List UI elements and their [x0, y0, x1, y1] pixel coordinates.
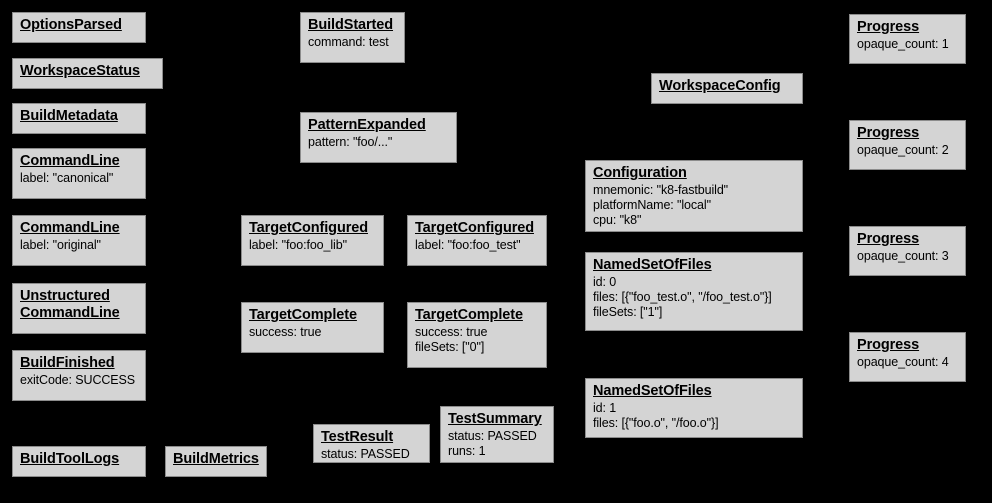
node-field: pattern: "foo/..." [308, 135, 393, 149]
node-fields: label: "foo:foo_test" [415, 238, 539, 253]
node-title: BuildFinished [20, 355, 115, 371]
node-fields: command: test [308, 35, 397, 50]
node-fields: label: "original" [20, 238, 138, 253]
graph-node-target-complete-foo-lib[interactable]: TargetComplete success: true [241, 302, 384, 353]
node-title: TestResult [321, 429, 394, 445]
graph-node-progress-1[interactable]: Progress opaque_count: 1 [849, 14, 966, 64]
graph-node-build-tool-logs[interactable]: BuildToolLogs [12, 446, 146, 477]
node-field: label: "original" [20, 238, 101, 252]
node-field: fileSets: ["0"] [415, 340, 485, 354]
graph-node-configuration[interactable]: Configuration mnemonic: "k8-fastbuild"pla… [585, 160, 803, 232]
node-field: files: [{"foo.o", "/foo.o"}] [593, 416, 719, 430]
graph-node-command-line-original[interactable]: CommandLine label: "original" [12, 215, 146, 266]
node-title: CommandLine [20, 220, 120, 236]
node-field: opaque_count: 2 [857, 143, 949, 157]
node-field: platformName: "local" [593, 198, 711, 212]
graph-node-unstructured-command-line[interactable]: Unstructured CommandLine [12, 283, 146, 334]
node-fields: pattern: "foo/..." [308, 135, 449, 150]
node-field: opaque_count: 4 [857, 355, 949, 369]
node-title: Unstructured CommandLine [20, 288, 120, 321]
node-fields: status: PASSED [321, 447, 422, 462]
graph-node-build-finished[interactable]: BuildFinished exitCode: SUCCESS [12, 350, 146, 401]
node-field: success: true [249, 325, 322, 339]
graph-node-pattern-expanded[interactable]: PatternExpanded pattern: "foo/..." [300, 112, 457, 163]
graph-node-workspace-status[interactable]: WorkspaceStatus [12, 58, 163, 89]
node-title: BuildToolLogs [20, 451, 120, 467]
node-title: OptionsParsed [20, 17, 122, 33]
node-field: runs: 1 [448, 444, 486, 458]
node-title: NamedSetOfFiles [593, 257, 712, 273]
node-title: BuildMetrics [173, 451, 259, 467]
node-field: label: "canonical" [20, 171, 114, 185]
graph-node-progress-2[interactable]: Progress opaque_count: 2 [849, 120, 966, 170]
node-title: NamedSetOfFiles [593, 383, 712, 399]
graph-node-build-metadata[interactable]: BuildMetadata [12, 103, 146, 134]
node-title: TargetComplete [249, 307, 357, 323]
node-field: id: 1 [593, 401, 617, 415]
node-title: Progress [857, 19, 920, 35]
node-fields: success: true [249, 325, 376, 340]
node-field: exitCode: SUCCESS [20, 373, 136, 387]
node-title: Configuration [593, 165, 687, 181]
node-field: opaque_count: 3 [857, 249, 949, 263]
node-fields: label: "foo:foo_lib" [249, 238, 376, 253]
graph-node-command-line-canonical[interactable]: CommandLine label: "canonical" [12, 148, 146, 199]
node-field: cpu: "k8" [593, 213, 642, 227]
node-title: Progress [857, 125, 920, 141]
node-field: label: "foo:foo_test" [415, 238, 521, 252]
node-title: PatternExpanded [308, 117, 426, 133]
node-title: BuildStarted [308, 17, 394, 33]
node-title: TestSummary [448, 411, 542, 427]
node-title: BuildMetadata [20, 108, 118, 124]
node-title: TargetConfigured [249, 220, 368, 236]
node-title: WorkspaceConfig [659, 78, 781, 94]
node-fields: opaque_count: 2 [857, 143, 958, 158]
graph-node-build-started[interactable]: BuildStarted command: test [300, 12, 405, 63]
graph-node-build-metrics[interactable]: BuildMetrics [165, 446, 267, 477]
node-field: opaque_count: 1 [857, 37, 949, 51]
node-fields: mnemonic: "k8-fastbuild"platformName: "l… [593, 183, 795, 228]
graph-node-test-result[interactable]: TestResult status: PASSED [313, 424, 430, 463]
node-fields: opaque_count: 4 [857, 355, 958, 370]
node-title: CommandLine [20, 153, 120, 169]
graph-node-target-configured-foo-lib[interactable]: TargetConfigured label: "foo:foo_lib" [241, 215, 384, 266]
node-fields: label: "canonical" [20, 171, 138, 186]
node-title: Progress [857, 231, 920, 247]
node-title: WorkspaceStatus [20, 63, 140, 79]
graph-node-progress-3[interactable]: Progress opaque_count: 3 [849, 226, 966, 276]
graph-node-options-parsed[interactable]: OptionsParsed [12, 12, 146, 43]
node-fields: exitCode: SUCCESS [20, 373, 138, 388]
node-field: files: [{"foo_test.o", "/foo_test.o"}] [593, 290, 772, 304]
node-field: fileSets: ["1"] [593, 305, 663, 319]
node-field: status: PASSED [321, 447, 410, 461]
node-fields: opaque_count: 3 [857, 249, 958, 264]
node-title: TargetComplete [415, 307, 523, 323]
node-title: TargetConfigured [415, 220, 534, 236]
node-field: mnemonic: "k8-fastbuild" [593, 183, 729, 197]
node-title: Progress [857, 337, 920, 353]
node-field: command: test [308, 35, 389, 49]
node-fields: opaque_count: 1 [857, 37, 958, 52]
node-field: label: "foo:foo_lib" [249, 238, 347, 252]
node-field: success: true [415, 325, 488, 339]
graph-node-workspace-config[interactable]: WorkspaceConfig [651, 73, 803, 104]
node-field: id: 0 [593, 275, 617, 289]
graph-node-progress-4[interactable]: Progress opaque_count: 4 [849, 332, 966, 382]
node-field: status: PASSED [448, 429, 537, 443]
graph-node-target-configured-foo-test[interactable]: TargetConfigured label: "foo:foo_test" [407, 215, 547, 266]
